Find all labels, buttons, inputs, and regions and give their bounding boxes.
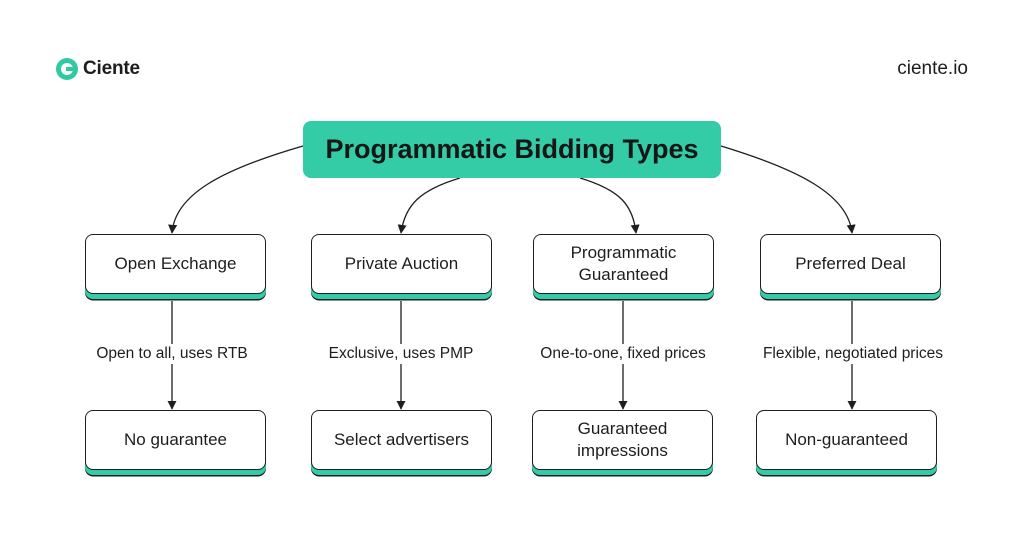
outcome-select-advertisers: Select advertisers [311,410,492,470]
outcome-non-guaranteed: Non-guaranteed [756,410,937,470]
type-private-auction: Private Auction [311,234,492,294]
connector-title-to-open-exchange [168,145,304,234]
type-open-exchange: Open Exchange [85,234,266,294]
edge-label-preferred-deal: Flexible, negotiated prices [758,344,948,364]
site-url: ciente.io [897,58,968,79]
connector-title-to-preferred-deal [720,145,856,234]
connector-title-to-private-auction [397,177,461,234]
type-programmatic-guaranteed: Programmatic Guaranteed [533,234,714,294]
type-preferred-deal: Preferred Deal [760,234,941,294]
connector-title-to-programmatic-guaranteed [579,177,640,234]
edge-label-private-auction: Exclusive, uses PMP [324,344,478,364]
outcome-guaranteed-impressions: Guaranteed impressions [532,410,713,470]
diagram-title: Programmatic Bidding Types [303,121,721,178]
outcome-no-guarantee: No guarantee [85,410,266,470]
brand-logo: Ciente [56,58,140,80]
brand-name: Ciente [83,58,140,79]
edge-label-open-exchange: Open to all, uses RTB [92,344,252,364]
edge-label-programmatic-guaranteed: One-to-one, fixed prices [536,344,710,364]
ciente-logo-icon [56,58,78,80]
